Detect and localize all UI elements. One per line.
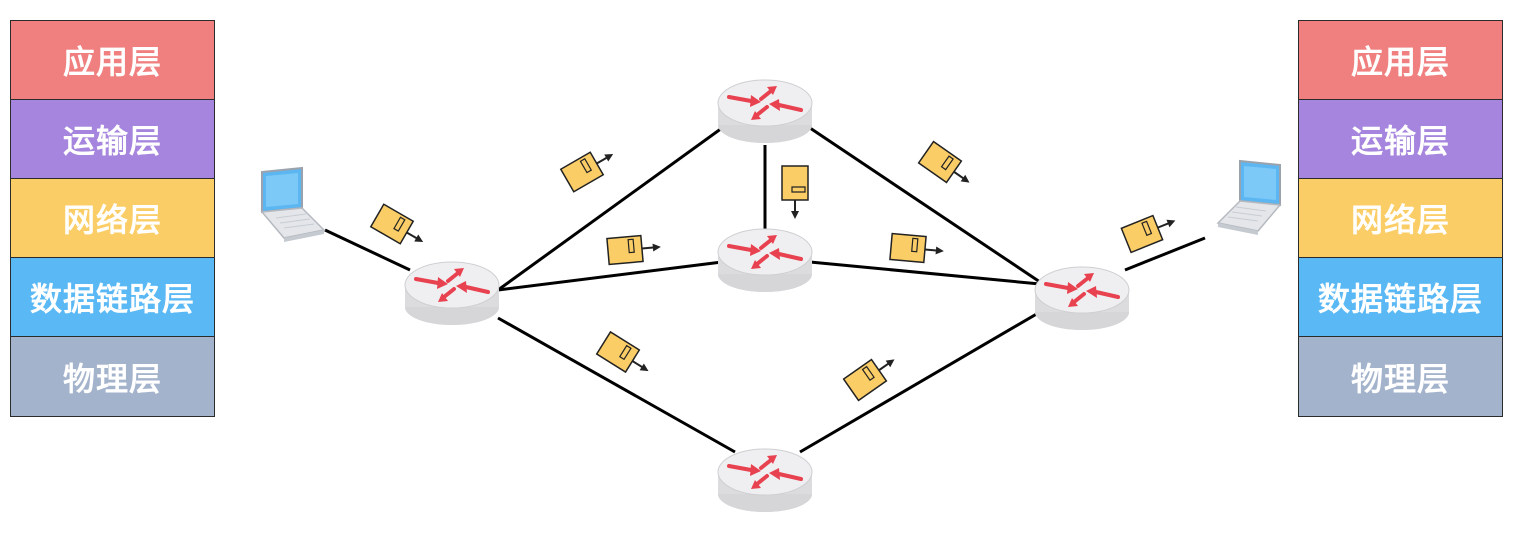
layer-label: 运输层	[1350, 122, 1450, 160]
packet-icon	[369, 203, 431, 255]
packet-icon	[559, 141, 621, 193]
packet-icon	[842, 347, 903, 402]
link	[809, 126, 1041, 284]
layer-label: 物理层	[1350, 359, 1450, 398]
layer-network: 网络层	[1299, 179, 1502, 258]
router-icon	[403, 260, 501, 327]
layer-label: 物理层	[62, 359, 162, 398]
router-icon	[716, 447, 814, 514]
router-icon	[716, 227, 814, 294]
layer-label: 数据链路层	[29, 280, 195, 318]
protocol-stack-left: 应用层 运输层 网络层 数据链路层 物理层	[10, 20, 215, 417]
link	[497, 126, 723, 292]
link	[809, 260, 1041, 286]
router-icon	[1033, 265, 1131, 332]
links	[324, 126, 1206, 454]
link	[799, 310, 1041, 454]
layer-label: 网络层	[62, 201, 162, 239]
packet-icon	[595, 330, 657, 384]
layer-label: 应用层	[1350, 43, 1450, 81]
layer-transport: 运输层	[1299, 100, 1502, 179]
layer-physical: 物理层	[11, 337, 214, 416]
layer-datalink: 数据链路层	[1299, 258, 1502, 337]
layer-physical: 物理层	[1299, 337, 1502, 416]
layer-datalink: 数据链路层	[11, 258, 214, 337]
link	[497, 260, 723, 292]
layer-network: 网络层	[11, 179, 214, 258]
link	[1124, 236, 1206, 272]
link	[324, 228, 411, 272]
link	[497, 316, 736, 454]
layer-application: 应用层	[11, 21, 214, 100]
layer-label: 数据链路层	[1317, 280, 1483, 318]
laptop-icon	[1217, 160, 1281, 236]
packet-icon	[917, 140, 978, 195]
router-icon	[716, 78, 814, 145]
packet-icon	[605, 232, 663, 266]
layer-label: 网络层	[1350, 201, 1450, 239]
layer-application: 应用层	[1299, 21, 1502, 100]
packet-icon	[1120, 207, 1182, 254]
packet-icon	[781, 165, 809, 220]
packet-icon	[888, 232, 946, 266]
protocol-stack-right: 应用层 运输层 网络层 数据链路层 物理层	[1298, 20, 1503, 417]
laptop-icon	[261, 167, 325, 243]
layer-transport: 运输层	[11, 100, 214, 179]
layer-label: 运输层	[62, 122, 162, 160]
layer-label: 应用层	[62, 43, 162, 81]
